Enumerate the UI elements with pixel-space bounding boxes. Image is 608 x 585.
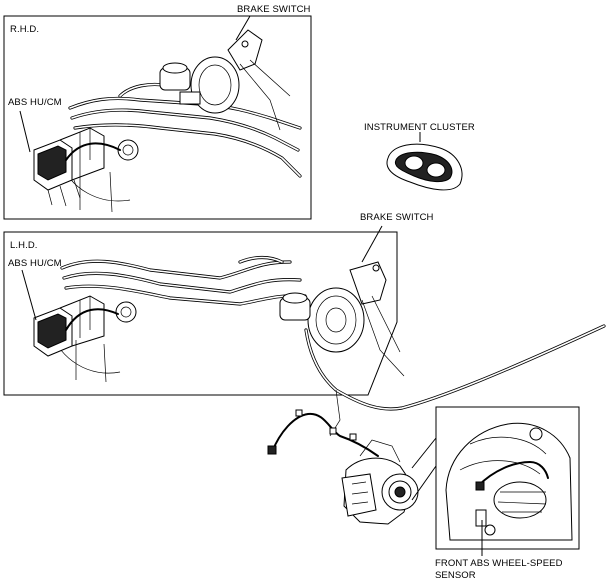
sensor-detail-view: [411, 406, 580, 550]
rhd-brake-lines: [59, 82, 302, 213]
lhd-brake-switch-label: BRAKE SWITCH: [360, 212, 434, 223]
instrument-cluster-label: INSTRUMENT CLUSTER: [364, 122, 475, 133]
rhd-abs-unit: [33, 127, 139, 207]
instrument-cluster: [386, 143, 463, 191]
rhd-panel-frame: [3, 15, 312, 220]
rhd-brake-switch-label: BRAKE SWITCH: [237, 4, 311, 15]
lhd-abs-leader: [21, 269, 37, 321]
lhd-panel-frame: [3, 231, 398, 396]
lhd-abs-unit: [33, 295, 137, 357]
lhd-master-cylinder: [279, 225, 405, 377]
lhd-brake-lines: [49, 255, 307, 383]
lhd-abs-label: ABS HU/CM: [8, 258, 62, 269]
sensor-harness: [267, 409, 379, 457]
lhd-panel-title: L.H.D.: [10, 240, 38, 251]
rhd-master-cylinder: [159, 15, 291, 131]
sensor-label-line1: FRONT ABS WHEEL-SPEED: [435, 558, 563, 569]
rhd-panel-title: R.H.D.: [10, 24, 40, 35]
sensor-label-line2: SENSOR: [435, 570, 476, 581]
rhd-abs-leader: [19, 110, 31, 153]
rhd-abs-label: ABS HU/CM: [8, 97, 62, 108]
front-knuckle-assembly: [341, 439, 419, 525]
